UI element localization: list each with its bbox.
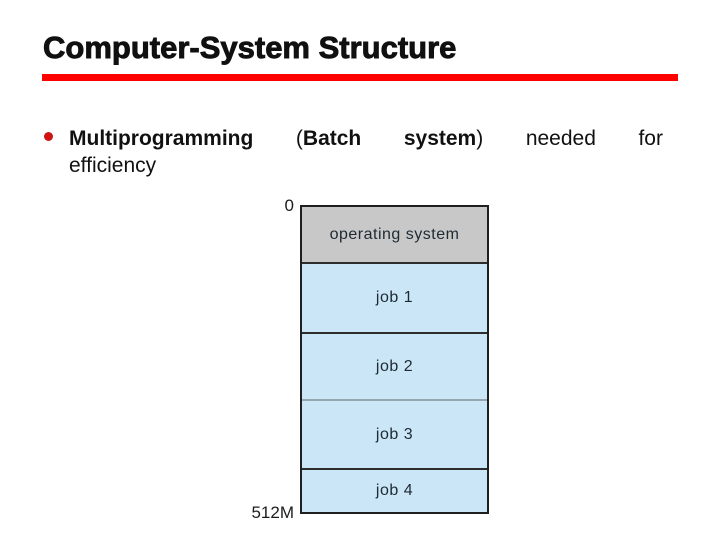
memory-section-job4: job 4 bbox=[302, 468, 487, 512]
memory-section-job3: job 3 bbox=[302, 399, 487, 468]
bullet-word-needed: needed bbox=[525, 127, 596, 150]
bullet-word-open-paren-batch: (Batch bbox=[295, 127, 362, 150]
title-underline-rule bbox=[42, 74, 678, 81]
bullet-word-multiprogramming: Multiprogramming bbox=[69, 127, 254, 150]
memory-section-label: job 1 bbox=[375, 289, 414, 306]
bullet-text-line2: efficiency bbox=[69, 154, 157, 177]
memory-address-top-label: 0 bbox=[284, 196, 294, 215]
bullet-word-for: for bbox=[638, 127, 663, 150]
memory-section-job1: job 1 bbox=[302, 262, 487, 332]
memory-section-label: job 3 bbox=[375, 425, 414, 443]
memory-section-label: job 2 bbox=[375, 357, 414, 375]
memory-address-bottom-label: 512M bbox=[251, 503, 294, 522]
bullet-word-system-close-paren: system) bbox=[403, 127, 484, 150]
memory-section-label: job 4 bbox=[375, 482, 414, 499]
memory-section-job2: job 2 bbox=[302, 332, 487, 399]
bullet-marker-icon bbox=[44, 132, 53, 141]
page-title: Computer-System Structure bbox=[43, 30, 457, 66]
memory-section-label: operating system bbox=[329, 225, 460, 243]
memory-section-operating-system: operating system bbox=[302, 207, 487, 262]
memory-layout-diagram: operating system job 1 job 2 job 3 job 4 bbox=[300, 205, 489, 514]
bullet-text-line1: Multiprogramming (Batch system) needed f… bbox=[69, 126, 663, 152]
